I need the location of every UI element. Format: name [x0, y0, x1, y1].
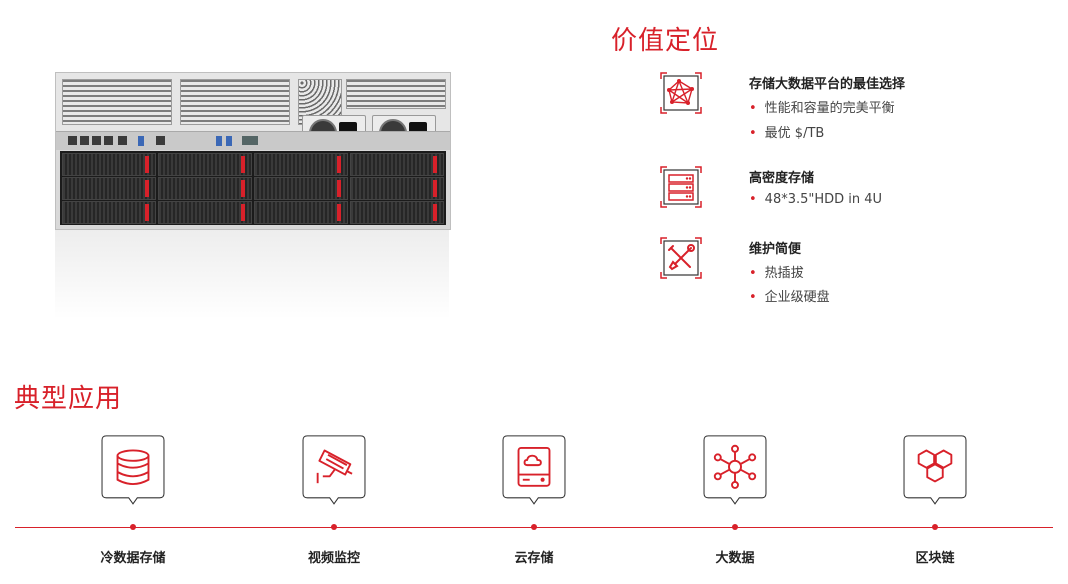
feature-title: 高密度存储 [749, 171, 815, 186]
feature-item: •48*3.5"HDD in 4U [749, 192, 883, 207]
vent-grille [62, 79, 172, 125]
app-card [903, 435, 967, 505]
timeline-dot [130, 524, 136, 530]
app-label: 区块链 [915, 551, 955, 566]
tools-icon [660, 237, 702, 279]
app-card [302, 435, 366, 505]
drive-carrier [254, 177, 348, 200]
cloud-storage-icon [517, 446, 551, 487]
feature-item: •性能和容量的完美平衡 [749, 101, 895, 116]
vent-grille [346, 79, 446, 109]
app-label: 冷数据存储 [100, 551, 166, 566]
drive-carrier [62, 201, 156, 224]
blockchain-icon [917, 449, 953, 483]
drive-carrier [350, 177, 444, 200]
drive-carrier [350, 153, 444, 176]
drive-carrier [254, 201, 348, 224]
io-port-strip [56, 131, 450, 150]
cctv-camera-icon [316, 449, 353, 484]
app-card [101, 435, 165, 505]
feature-title: 存储大数据平台的最佳选择 [749, 77, 906, 92]
feature-item: •企业级硬盘 [749, 290, 830, 305]
server-product-image [55, 72, 451, 230]
feature-title: 维护简便 [749, 242, 802, 257]
timeline-dot [331, 524, 337, 530]
timeline-dot [732, 524, 738, 530]
server-reflection [55, 230, 449, 320]
drive-bays [60, 151, 446, 225]
server-rack-icon [660, 166, 702, 208]
app-label: 云存储 [514, 551, 554, 566]
drive-carrier [62, 177, 156, 200]
apps-section-heading: 典型应用 [14, 384, 123, 414]
timeline-dot [531, 524, 537, 530]
database-icon [116, 449, 150, 485]
app-label: 大数据 [715, 551, 755, 566]
network-icon [660, 72, 702, 114]
timeline-dot [932, 524, 938, 530]
drive-carrier [158, 153, 252, 176]
drive-carrier [62, 153, 156, 176]
server-rear-panel [56, 73, 450, 149]
feature-item: •热插拔 [749, 266, 804, 281]
app-card [502, 435, 566, 505]
drive-carrier [158, 201, 252, 224]
drive-carrier [350, 201, 444, 224]
value-section-heading: 价值定位 [611, 26, 720, 56]
app-card [703, 435, 767, 505]
app-label: 视频监控 [307, 551, 360, 566]
drive-carrier [158, 177, 252, 200]
big-data-hub-icon [713, 444, 757, 489]
drive-carrier [254, 153, 348, 176]
feature-item: •最优 $/TB [749, 126, 825, 141]
vent-grille [180, 79, 290, 125]
